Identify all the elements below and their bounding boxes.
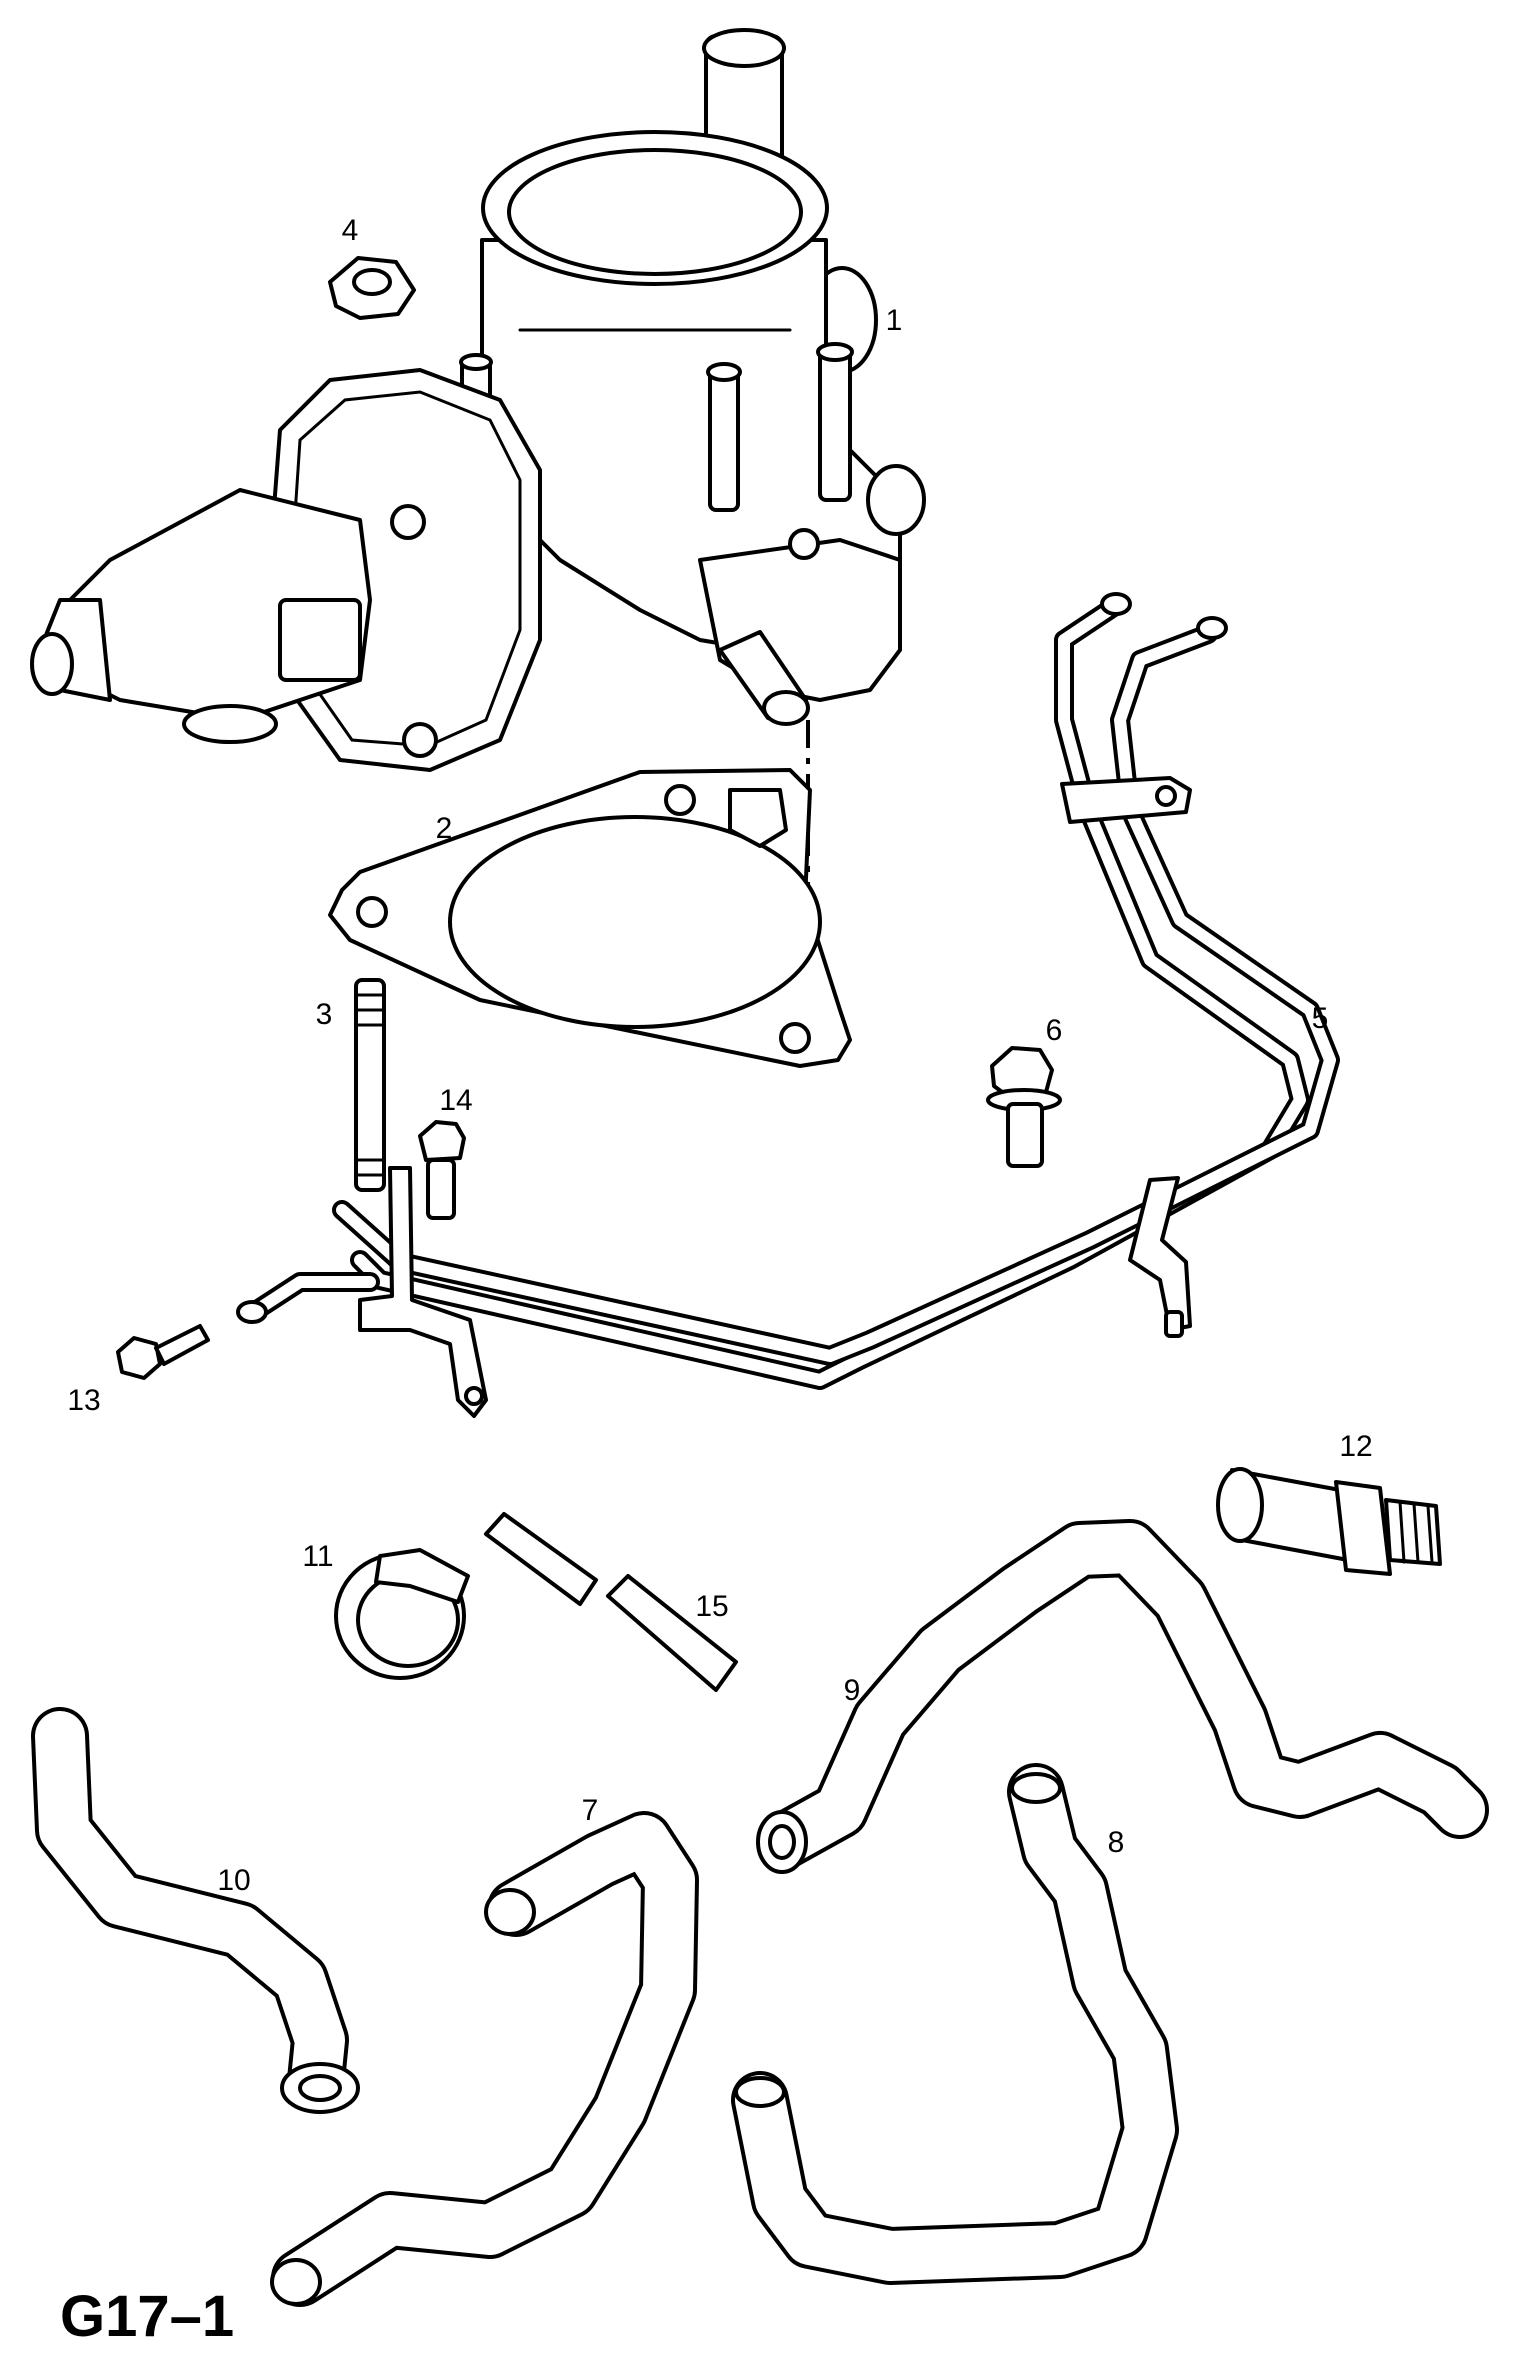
gasket-part-2 xyxy=(328,768,852,1068)
callout-4: 4 xyxy=(342,214,359,247)
stud-part-3 xyxy=(354,978,386,1192)
callout-11: 11 xyxy=(302,1540,333,1573)
callout-15: 15 xyxy=(695,1590,728,1623)
hose-part-10 xyxy=(31,1707,360,2114)
callout-9: 9 xyxy=(844,1674,861,1707)
flange-bolt-part-6 xyxy=(986,1046,1062,1168)
bolt-part-13 xyxy=(116,1324,210,1380)
hose-part-8 xyxy=(731,1763,1179,2285)
callout-12: 12 xyxy=(1339,1430,1372,1463)
throttle-body-part-1 xyxy=(30,28,926,772)
callout-7: 7 xyxy=(582,1794,599,1827)
callout-1: 1 xyxy=(886,304,903,337)
union-fitting-part-12 xyxy=(1216,1467,1442,1576)
bolt-part-14 xyxy=(418,1120,466,1220)
callout-2: 2 xyxy=(436,812,453,845)
callout-8: 8 xyxy=(1108,1826,1125,1859)
callout-3: 3 xyxy=(316,998,333,1031)
figure-label: G17–1 xyxy=(60,2284,234,2349)
hose-pieces-part-15 xyxy=(484,1512,738,1692)
hose-part-9 xyxy=(756,1519,1489,1874)
callout-6: 6 xyxy=(1046,1014,1063,1047)
hose-clamp-part-11 xyxy=(334,1548,470,1680)
callout-10: 10 xyxy=(217,1864,250,1897)
callout-14: 14 xyxy=(439,1084,472,1117)
hose-part-7 xyxy=(270,1811,699,2307)
callout-13: 13 xyxy=(67,1384,100,1417)
pipe-assembly-part-5 xyxy=(236,592,1340,1418)
nut-part-4 xyxy=(328,256,416,320)
callout-5: 5 xyxy=(1312,1002,1329,1035)
